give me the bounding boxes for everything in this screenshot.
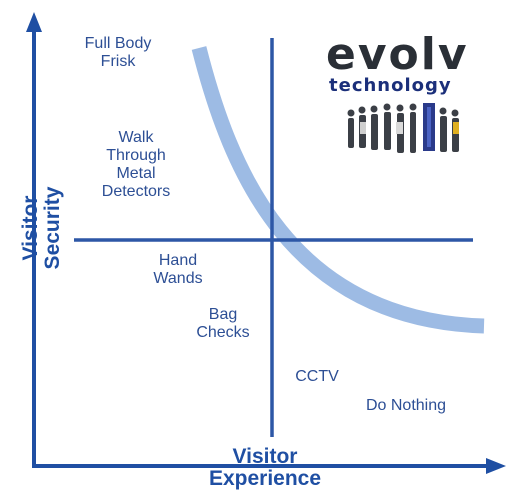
label-hand-wands: Hand Wands — [138, 252, 218, 288]
x-axis-arrowhead — [486, 458, 506, 474]
label-bag-checks: Bag Checks — [183, 306, 263, 342]
axis-title-line: Security — [41, 186, 64, 270]
axis-title-line: Experience — [208, 467, 322, 490]
people-photo — [347, 103, 459, 153]
label-line: Frisk — [100, 53, 136, 70]
label-line: Hand — [158, 252, 198, 269]
y-axis-title: Visitor Security — [19, 173, 64, 283]
label-line: Checks — [196, 324, 250, 341]
label-line: Through — [106, 147, 166, 164]
label-full-body-frisk: Full Body Frisk — [70, 35, 166, 71]
x-axis-title: Visitor Experience — [205, 446, 325, 490]
label-line: Walk — [118, 129, 154, 146]
axis-title-line: Visitor — [19, 195, 42, 261]
label-line: CCTV — [295, 368, 339, 385]
logo-subtitle: technology — [329, 75, 452, 96]
label-line: Full Body — [84, 35, 152, 52]
label-line: Bag — [208, 306, 238, 323]
label-walk-through-metal-detectors: Walk Through Metal Detectors — [86, 129, 186, 201]
y-axis-arrowhead — [26, 12, 42, 32]
tradeoff-curve — [191, 46, 485, 334]
label-line: Do Nothing — [365, 397, 447, 414]
label-line: Metal — [116, 165, 156, 182]
label-cctv: CCTV — [282, 368, 352, 386]
logo-wordmark: evolv — [326, 29, 469, 80]
label-line: Wands — [153, 270, 203, 287]
label-do-nothing: Do Nothing — [348, 397, 464, 415]
axis-title-line: Visitor — [232, 445, 298, 468]
label-line: Detectors — [101, 183, 171, 200]
